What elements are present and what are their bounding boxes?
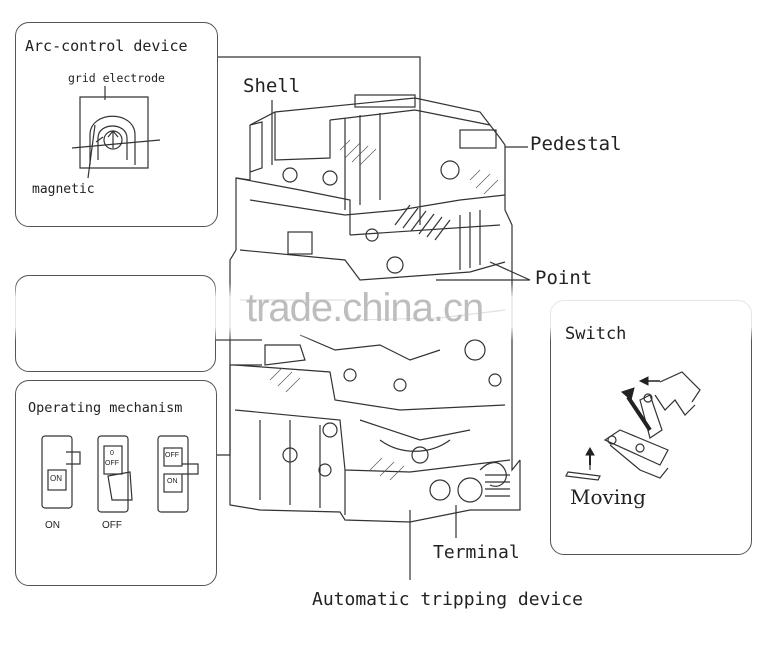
switch-on-face-text: ON (50, 474, 62, 483)
moving-label: Moving (570, 485, 646, 509)
moving-contact-icon (565, 371, 701, 481)
arc-control-label: Arc-control device (25, 37, 188, 55)
magnetic-label: magnetic (32, 182, 95, 197)
operating-mechanism-label: Operating mechanism (28, 400, 183, 416)
point-label: Point (535, 267, 593, 289)
operating-mechanism-panel (15, 380, 217, 586)
switch-tripped-on-text: ON (167, 478, 178, 485)
off-label: OFF (102, 520, 122, 531)
switch-tripped-off-text: OFF (165, 452, 179, 459)
switch-tripped-icon (157, 435, 199, 513)
leader-arc-control (218, 56, 421, 225)
automatic-tripping-label: Automatic tripping device (312, 589, 583, 610)
hatch (269, 139, 499, 481)
terminal-label: Terminal (433, 542, 520, 563)
switch-off-face-text: OFF (105, 460, 119, 467)
switch-label: Switch (565, 324, 627, 344)
switch-moving-panel (550, 300, 752, 555)
on-label: ON (45, 520, 60, 531)
shell-label: Shell (243, 75, 301, 97)
switch-off-icon (97, 435, 133, 513)
switch-off-zero-text: 0 (110, 450, 114, 457)
watermark-text: trade.china.cn (246, 286, 484, 330)
pedestal-label: Pedestal (530, 133, 622, 155)
switch-on-icon (41, 435, 81, 509)
grid-electrode-icon (71, 86, 161, 179)
arc-control-panel (15, 22, 218, 227)
motion-arrows (585, 376, 660, 465)
breaker-body (229, 94, 521, 523)
watermark-band (0, 283, 766, 341)
grid-electrode-label: grid electrode (68, 71, 165, 85)
